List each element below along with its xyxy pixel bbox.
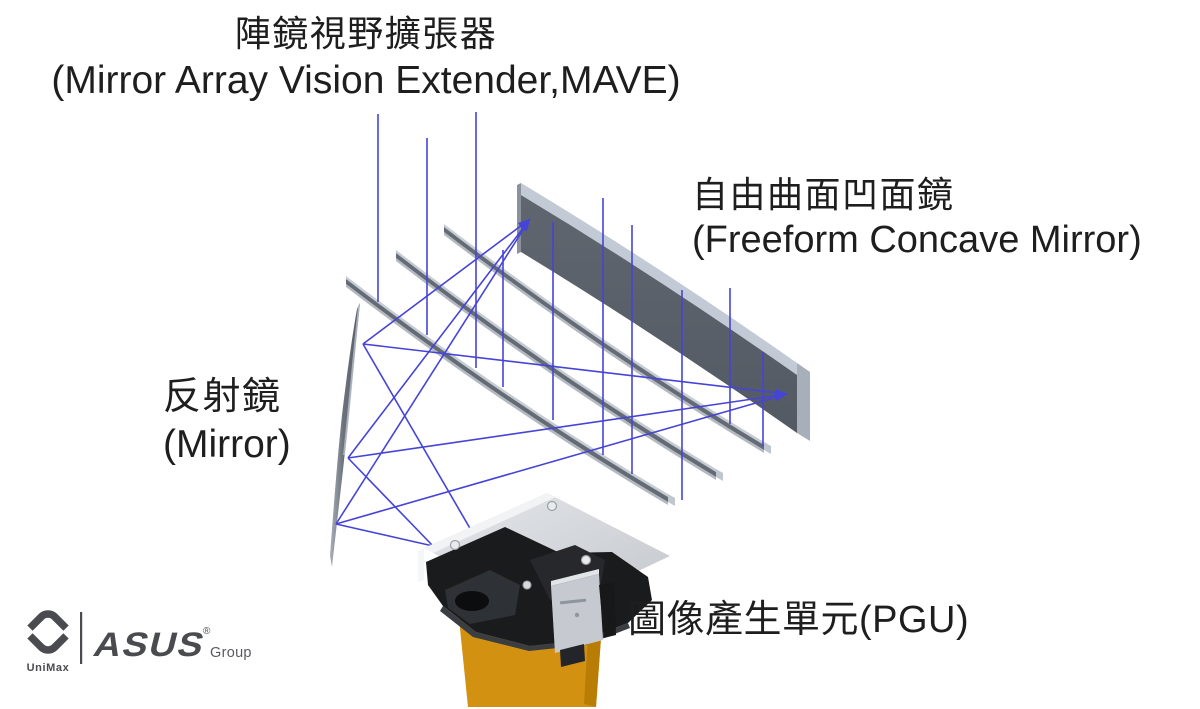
ray-arrowheads <box>518 219 787 402</box>
pgu-left-edge <box>418 548 424 582</box>
fold-mirror-blade <box>330 303 360 567</box>
pgu-output-window <box>551 569 616 667</box>
fold-mirror-label: 反射鏡 (Mirror) <box>163 372 291 468</box>
reflected-ray <box>362 218 531 345</box>
mirror-array-strips <box>346 224 771 506</box>
freeform-mirror-label-en: (Freeform Concave Mirror) <box>692 219 1142 261</box>
asus-logo-text: ASUS <box>90 626 209 663</box>
mave-strip <box>396 250 723 481</box>
title-en: (Mirror Array Vision Extender,MAVE) <box>51 59 681 102</box>
pgu-emission-ray <box>362 343 476 538</box>
pgu-unit <box>418 493 670 707</box>
reflected-ray <box>335 393 788 525</box>
pgu-emission-ray <box>335 523 434 547</box>
fold-mirror-label-zh: 反射鏡 <box>163 376 282 418</box>
reflected-ray <box>335 218 531 525</box>
freeform-mirror-face <box>521 195 797 433</box>
freeform-mirror-label: 自由曲面凹面鏡 (Freeform Concave Mirror) <box>692 172 1142 263</box>
fold-mirror-label-en: (Mirror) <box>163 423 291 466</box>
pgu-flex-panel-edge <box>584 636 601 707</box>
pgu-body-lower-edge <box>440 606 630 651</box>
screw-holes <box>449 500 592 590</box>
freeform-mirror-right-cap <box>797 363 810 441</box>
reflected-ray <box>347 218 531 459</box>
diagram-title: 陣鏡視野擴張器 (Mirror Array Vision Extender,MA… <box>20 10 712 103</box>
logo-divider <box>80 612 83 664</box>
footer-logos: UniMax ASUS ® Group <box>27 610 252 674</box>
freeform-mirror-left-edge <box>517 183 521 254</box>
freeform-mirror-top-edge <box>521 183 797 375</box>
mave-strip <box>444 224 771 454</box>
pgu-lens-barrel <box>455 591 489 611</box>
asus-group-text: Group <box>210 645 252 661</box>
mave-strip <box>346 276 675 506</box>
asus-registered-mark: ® <box>203 626 211 637</box>
freeform-mirror-label-zh: 自由曲面凹面鏡 <box>692 174 955 215</box>
unimax-logo-icon <box>27 610 69 654</box>
freeform-concave-mirror <box>517 183 810 441</box>
pgu-top-plate-highlight <box>424 493 556 553</box>
reflected-ray <box>362 343 788 395</box>
title-zh: 陣鏡視野擴張器 <box>234 13 498 54</box>
reflected-ray <box>347 393 788 459</box>
pgu-label: 圖像產生單元(PGU) <box>628 599 970 641</box>
pgu-emission-ray <box>347 457 434 547</box>
light-rays <box>335 112 788 547</box>
unimax-logo-text: UniMax <box>27 662 70 674</box>
